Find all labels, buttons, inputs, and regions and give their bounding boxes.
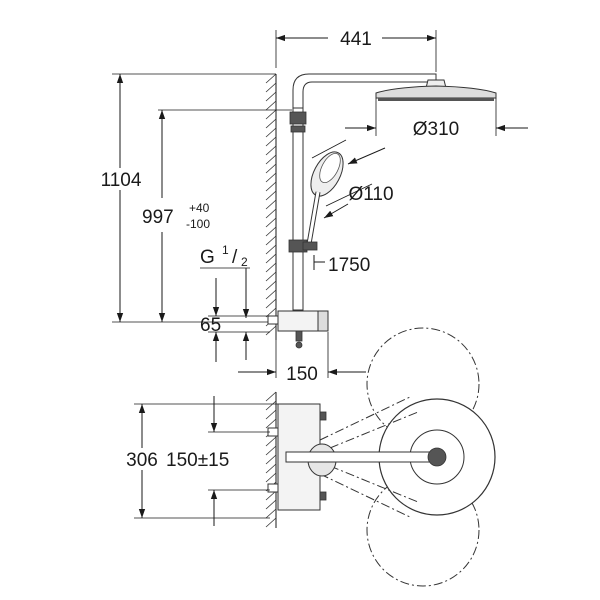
hatch-line bbox=[265, 508, 277, 519]
thread-slash: / bbox=[232, 247, 238, 268]
dim-997-label: 997 bbox=[142, 207, 174, 228]
hatch-line bbox=[265, 145, 277, 156]
hatch-line bbox=[265, 127, 277, 138]
hatch-line bbox=[265, 463, 277, 474]
hatch-line bbox=[265, 208, 277, 219]
wall-hatch-upper bbox=[265, 73, 277, 340]
thermostat-plan bbox=[267, 403, 447, 511]
hatch-line bbox=[265, 244, 277, 255]
hand-shower bbox=[306, 151, 344, 245]
hatch-line bbox=[265, 517, 277, 528]
dim-441: 441 bbox=[275, 28, 437, 72]
hatch-line bbox=[265, 154, 277, 165]
hatch-line bbox=[265, 181, 277, 192]
dim-110-label: Ø110 bbox=[348, 184, 393, 205]
hatch-line bbox=[265, 226, 277, 237]
dim-306-label: 306 bbox=[126, 450, 158, 471]
thread-label: G 1 / 2 bbox=[200, 243, 250, 318]
dim-441-label: 441 bbox=[340, 29, 372, 50]
thread-g: G bbox=[200, 247, 215, 268]
hatch-line bbox=[265, 499, 277, 510]
hatch-line bbox=[265, 472, 277, 483]
dim-diam-110: Ø110 bbox=[311, 139, 394, 219]
hatch-line bbox=[265, 190, 277, 201]
dim-diam-310: Ø310 bbox=[345, 98, 528, 140]
wall-hatch-lower bbox=[265, 391, 277, 528]
hatch-line bbox=[265, 271, 277, 282]
dim-150-15: 150±15 bbox=[166, 396, 270, 526]
hatch-line bbox=[265, 280, 277, 291]
hatch-line bbox=[265, 418, 277, 429]
dim-997: 997 +40 -100 bbox=[140, 109, 292, 322]
dim-65: 65 bbox=[200, 278, 270, 362]
dim-65-label: 65 bbox=[200, 315, 221, 336]
dim-1104-label: 1104 bbox=[101, 170, 142, 191]
hatch-line bbox=[265, 163, 277, 174]
hatch-line bbox=[265, 199, 277, 210]
hatch-line bbox=[265, 109, 277, 120]
hatch-line bbox=[265, 436, 277, 447]
dim-150-15-label: 150±15 bbox=[166, 450, 229, 471]
hatch-line bbox=[265, 445, 277, 456]
hatch-line bbox=[265, 91, 277, 102]
hatch-line bbox=[265, 289, 277, 300]
hatch-line bbox=[265, 73, 277, 84]
hatch-line bbox=[265, 391, 277, 402]
hatch-line bbox=[265, 253, 277, 264]
head-shower bbox=[375, 79, 497, 101]
riser-pipe bbox=[288, 104, 308, 311]
dim-310-label: Ø310 bbox=[413, 119, 459, 140]
hatch-line bbox=[265, 400, 277, 411]
dim-1750-label: 1750 bbox=[328, 255, 370, 276]
hatch-line bbox=[265, 82, 277, 93]
thread-den: 2 bbox=[241, 255, 248, 269]
dim-150: 150 bbox=[238, 332, 366, 385]
dim-150-label: 150 bbox=[286, 364, 318, 385]
dim-997-tol-lower: -100 bbox=[186, 217, 210, 231]
hatch-line bbox=[265, 217, 277, 228]
hatch-line bbox=[265, 118, 277, 129]
hatch-line bbox=[265, 409, 277, 420]
dim-1750: 1750 bbox=[313, 255, 370, 276]
hatch-line bbox=[265, 298, 277, 309]
dim-1104: 1104 bbox=[86, 73, 276, 323]
thermostat-front bbox=[267, 310, 329, 349]
thread-num: 1 bbox=[222, 243, 229, 257]
hatch-line bbox=[265, 325, 277, 336]
hatch-line bbox=[265, 136, 277, 147]
hand-shower-holder bbox=[302, 241, 318, 251]
hatch-line bbox=[265, 100, 277, 111]
dim-997-tol-upper: +40 bbox=[189, 201, 210, 215]
hatch-line bbox=[265, 235, 277, 246]
hatch-line bbox=[265, 454, 277, 465]
hatch-line bbox=[265, 172, 277, 183]
hatch-line bbox=[265, 262, 277, 273]
dim-306: 306 bbox=[118, 403, 278, 519]
